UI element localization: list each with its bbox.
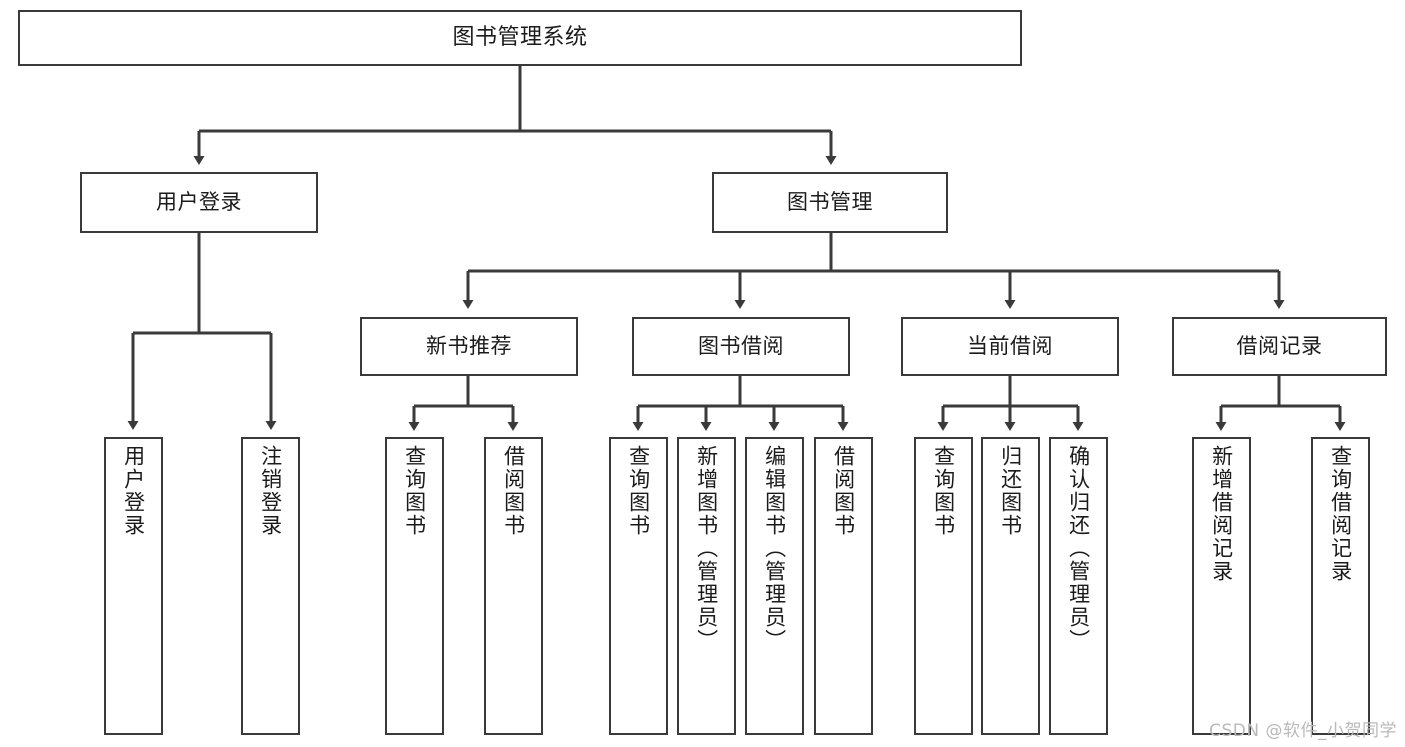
node-label: 归还图书 (998, 445, 1023, 537)
node-label: 图书管理系统 (452, 24, 588, 50)
node-label: 查询图书 (626, 445, 651, 537)
node-current-borrow[interactable]: 当前借阅 (901, 317, 1119, 376)
node-label: 图书借阅 (698, 333, 784, 358)
node-label: 借阅记录 (1236, 333, 1323, 358)
node-label: 新书推荐 (426, 333, 512, 358)
node-label: 图书管理 (787, 189, 873, 214)
leaf-new-book-query[interactable]: 查询图书 (385, 437, 444, 735)
node-root-system[interactable]: 图书管理系统 (18, 10, 1022, 66)
node-label: 借阅图书 (831, 445, 856, 537)
leaf-book-borrow-lend[interactable]: 借阅图书 (814, 437, 873, 735)
leaf-borrow-record-query[interactable]: 查询借阅记录 (1311, 437, 1370, 735)
leaf-user-login-signin[interactable]: 用户登录 (104, 437, 163, 735)
node-label: 用户登录 (121, 445, 146, 537)
node-label: 新增图书（管理员） (694, 445, 719, 652)
node-label: 用户登录 (156, 189, 242, 214)
leaf-current-borrow-query[interactable]: 查询图书 (914, 437, 973, 735)
node-book-borrow[interactable]: 图书借阅 (632, 317, 850, 376)
leaf-borrow-record-add[interactable]: 新增借阅记录 (1192, 437, 1251, 735)
node-label: 借阅图书 (501, 445, 526, 537)
leaf-user-login-signout[interactable]: 注销登录 (241, 437, 300, 735)
node-borrow-record[interactable]: 借阅记录 (1172, 317, 1387, 376)
leaf-current-borrow-return[interactable]: 归还图书 (981, 437, 1040, 735)
leaf-current-borrow-confirm-return[interactable]: 确认归还（管理员） (1049, 437, 1108, 735)
node-label: 查询图书 (931, 445, 956, 537)
node-label: 编辑图书（管理员） (762, 445, 787, 652)
node-label: 新增借阅记录 (1209, 445, 1234, 583)
leaf-book-borrow-add[interactable]: 新增图书（管理员） (677, 437, 736, 735)
node-label: 当前借阅 (967, 333, 1053, 358)
leaf-new-book-borrow[interactable]: 借阅图书 (484, 437, 543, 735)
node-label: 注销登录 (258, 445, 283, 537)
node-label: 查询借阅记录 (1328, 445, 1353, 583)
node-user-login[interactable]: 用户登录 (80, 172, 318, 233)
leaf-book-borrow-query[interactable]: 查询图书 (609, 437, 668, 735)
node-label: 确认归还（管理员） (1066, 445, 1091, 652)
node-new-book-recommend[interactable]: 新书推荐 (360, 317, 578, 376)
leaf-book-borrow-edit[interactable]: 编辑图书（管理员） (745, 437, 804, 735)
node-book-management[interactable]: 图书管理 (712, 172, 948, 233)
node-label: 查询图书 (402, 445, 427, 537)
